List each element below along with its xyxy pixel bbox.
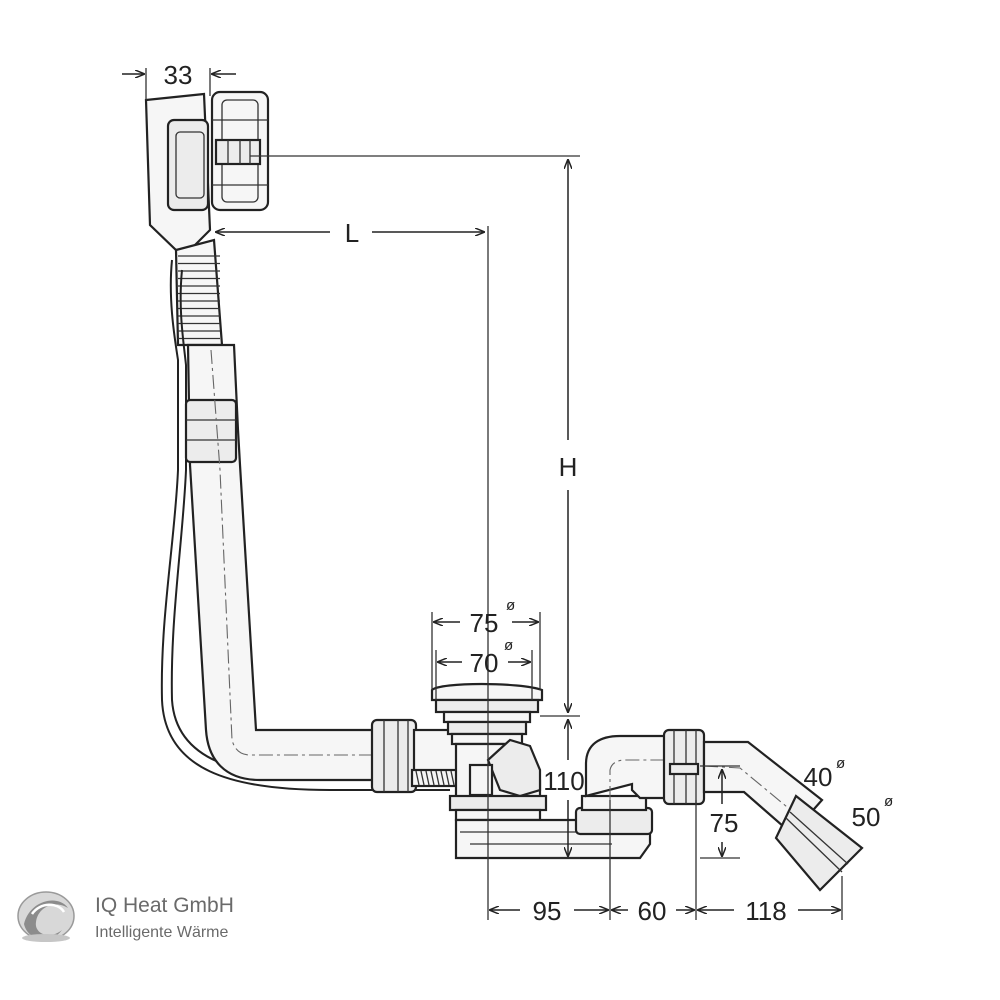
- diameter-symbol-50: ø: [884, 793, 893, 810]
- diameter-symbol-70: ø: [504, 637, 513, 654]
- company-logo: IQ Heat GmbH Intelligente Wärme: [17, 891, 234, 942]
- dim-70-diameter: 70: [470, 648, 499, 678]
- dim-l: L: [345, 218, 359, 248]
- dim-110: 110: [543, 766, 584, 796]
- diameter-symbol-40: ø: [836, 755, 845, 772]
- company-tagline: Intelligente Wärme: [95, 924, 228, 941]
- dim-33: 33: [164, 60, 193, 90]
- dim-50-diameter: 50: [852, 802, 881, 832]
- dimension-lines: [122, 68, 843, 920]
- dim-118: 118: [745, 896, 786, 926]
- standpipe: [184, 343, 400, 782]
- dim-60: 60: [638, 896, 667, 926]
- drain-trap: [370, 682, 864, 892]
- diameter-symbol-75: ø: [506, 597, 515, 614]
- dim-40-diameter: 40: [804, 762, 833, 792]
- dim-95: 95: [533, 896, 562, 926]
- dim-h: H: [559, 452, 578, 482]
- swirl-logo-icon: [17, 891, 75, 942]
- company-name: IQ Heat GmbH: [95, 894, 234, 917]
- dim-75-diameter: 75: [470, 608, 499, 638]
- dimension-labels: 33 L H 75 ø 70 ø 110 75 40 ø 50 ø 95 60 …: [164, 60, 894, 926]
- dim-75-outlet: 75: [710, 808, 739, 838]
